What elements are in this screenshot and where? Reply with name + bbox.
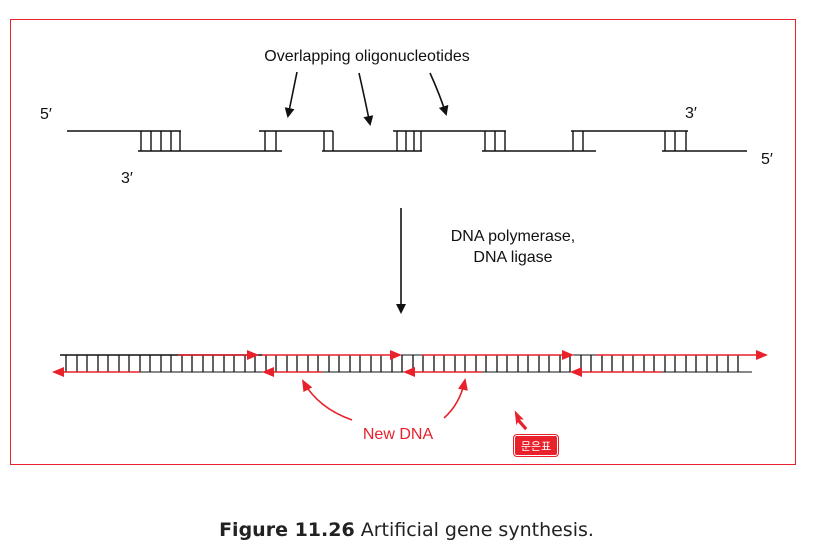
duplex-rungs xyxy=(65,355,739,372)
caption-text: Artificial gene synthesis. xyxy=(360,519,594,541)
caption-number: Figure 11.26 xyxy=(219,519,355,541)
top-right-5prime: 5′ xyxy=(761,151,773,168)
pointer-arrow-2 xyxy=(358,72,374,126)
top-left-3prime: 3′ xyxy=(121,170,133,187)
new-dna-pointer-right xyxy=(443,378,468,419)
new-dna-label: New DNA xyxy=(363,426,434,443)
annotation-badge: 문은표 xyxy=(513,434,559,457)
figure-frame xyxy=(10,19,796,465)
new-dna-pointers xyxy=(302,378,468,421)
overlap-rungs-1 xyxy=(140,131,181,151)
completed-duplex xyxy=(52,350,768,377)
figure-caption: Figure 11.26 Artificial gene synthesis. xyxy=(0,519,813,541)
new-dna-pointer-left xyxy=(302,379,353,421)
overlapping-oligos xyxy=(67,130,747,152)
pointer-arrow-3 xyxy=(429,72,449,116)
top-left-5prime: 5′ xyxy=(40,106,52,123)
overlap-rungs-4 xyxy=(396,131,422,151)
overlap-rungs-3 xyxy=(323,131,334,151)
overlap-pointer-arrows xyxy=(284,71,449,126)
pointer-arrow-1 xyxy=(284,71,298,118)
overlap-rungs-6 xyxy=(572,131,584,151)
enzymes-label-line2: DNA ligase xyxy=(473,249,552,266)
overlap-rungs-5 xyxy=(484,131,506,151)
enzymes-label-line1: DNA polymerase, xyxy=(451,228,576,245)
overlap-rungs-7 xyxy=(664,131,687,151)
top-right-3prime: 3′ xyxy=(685,105,697,122)
cursor-arrow-icon xyxy=(513,407,529,432)
overlap-rungs-2 xyxy=(264,131,277,151)
overlap-label: Overlapping oligonucleotides xyxy=(264,48,469,65)
new-dna-strands xyxy=(52,350,768,377)
